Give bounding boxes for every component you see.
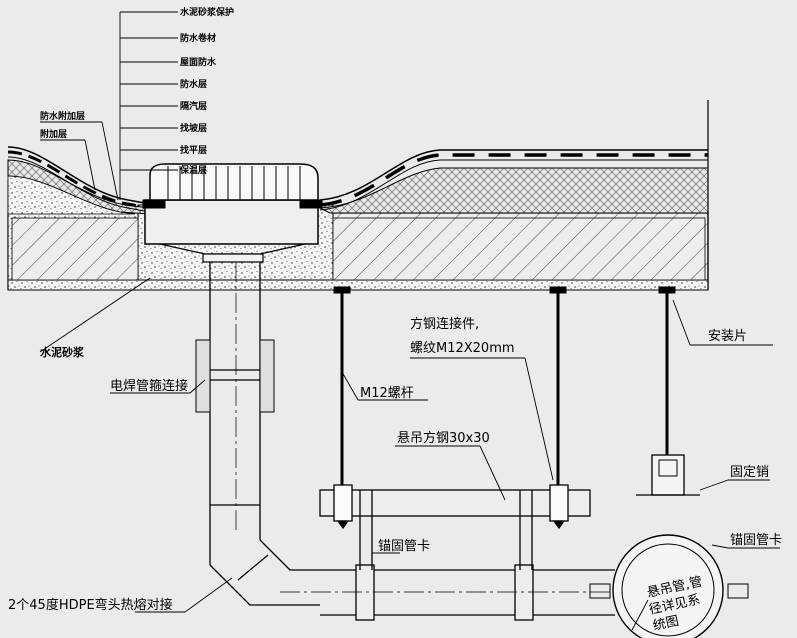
top-layer-labels: 水泥砂浆保护 防水卷材 屋面防水 防水层 隔汽层 找坡层 找平层 保温层 [179,6,234,176]
hanger-rods [333,286,676,490]
leader-lines [39,11,780,631]
horizontal-pipe [280,564,615,621]
layer-label-4: 防水层 [180,78,207,90]
square-steel-label: 悬吊方钢30x30 [397,430,490,446]
insulation-layer [7,159,709,215]
layer-label-5: 隔汽层 [180,100,207,112]
connector-label-line2: 螺纹M12X20mm [410,341,515,356]
anchor-clamp-mid-label: 锚固管卡 [378,539,430,554]
left-label-1: 防水附加层 [40,110,85,122]
anchor-clamp-right-label: 锚固管卡 [730,533,782,548]
layer-label-2: 防水卷材 [180,32,216,44]
waterproof-membrane [7,100,709,290]
anchor-clamp-right [589,454,749,638]
cement-mortar-label: 水泥砂浆 [40,345,85,359]
pipe-detail-line3: 统图 [652,614,681,634]
left-labels: 防水附加层 附加层 [40,110,85,140]
fixing-pin-label: 固定销 [730,465,769,480]
connector-label-line1: 方钢连接件, [410,316,479,332]
downpipe [195,262,320,606]
layer-label-7: 找平层 [180,144,207,156]
siphonic-drain-body [142,163,323,263]
elbow-label: 2个45度HDPE弯头热熔对接 [8,597,173,613]
inner-hatch [11,217,706,281]
layer-label-1: 水泥砂浆保护 [180,6,234,18]
layer-label-6: 找坡层 [180,122,207,134]
electro-fusion-label: 电焊管箍连接 [110,378,188,394]
left-label-2: 附加层 [40,128,67,140]
layer-label-8: 保温层 [179,164,207,176]
layer-label-3: 屋面防水 [180,56,217,68]
mounting-plate-label: 安装片 [708,329,747,344]
square-steel-bar [319,484,591,570]
m12-rod-label: M12螺杆 [360,386,414,401]
